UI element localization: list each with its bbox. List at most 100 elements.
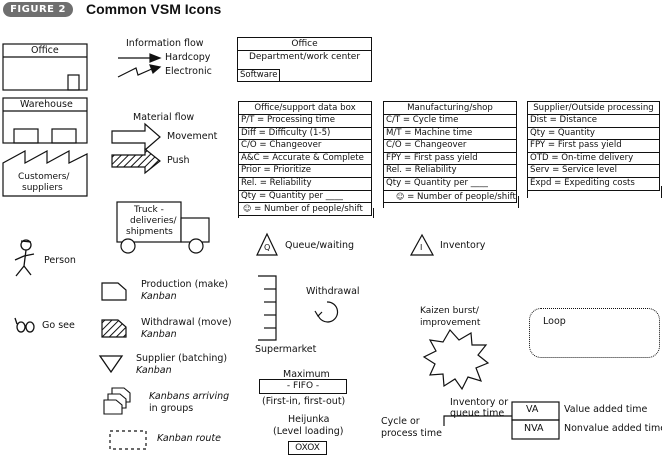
kaizen-label-line2: improvement — [420, 318, 481, 328]
person-icon — [14, 239, 35, 277]
go-see-label: Go see — [42, 320, 75, 331]
office-table-extension — [238, 208, 374, 218]
kanbans-arriving-icon — [103, 387, 131, 415]
truck-label-line3: shipments — [126, 227, 173, 237]
supermarket-icon — [258, 275, 277, 341]
office-support-data-box: Office/support data box P/T = Processing… — [238, 101, 372, 216]
hardcopy-label: Hardcopy — [165, 52, 211, 63]
production-kanban-label-line1: Production (make) — [141, 279, 229, 290]
table-row: FPY = First pass yield — [528, 140, 659, 153]
table-row: ☺ = Number of people/shift — [384, 191, 516, 203]
table-row: Qty = Quantity per ____ — [239, 191, 371, 204]
customers-label-line2: suppliers — [22, 183, 63, 193]
inventory-triangle-icon — [409, 233, 435, 256]
table-row: M/T = Machine time — [384, 128, 516, 141]
supplier-table-title: Supplier/Outside processing — [528, 102, 659, 115]
information-flow-title: Information flow — [126, 38, 204, 49]
warehouse-label: Warehouse — [20, 99, 73, 110]
fifo-caption: (First-in, first-out) — [262, 396, 346, 407]
nonvalue-added-label: Nonvalue added time — [564, 423, 662, 434]
supplier-kanban-icon — [98, 355, 124, 374]
heijunka-box-label: OXOX — [295, 443, 320, 453]
queue-triangle-icon — [256, 232, 278, 256]
inventory-time-label-line1: Inventory or — [450, 397, 509, 408]
supplier-data-box: Supplier/Outside processing Dist = Dista… — [527, 101, 660, 191]
va-label: VA — [526, 404, 539, 415]
truck-label-line2: deliveries/ — [130, 216, 177, 226]
table-row: Rel. = Reliability — [239, 178, 371, 191]
movement-label: Movement — [167, 131, 218, 142]
office-building-icon — [2, 43, 88, 91]
table-row: Diff = Difficulty (1-5) — [239, 128, 371, 141]
table-row: Rel. = Reliability — [384, 165, 516, 178]
people-row-label: = Number of people/shift — [254, 204, 363, 215]
push-label: Push — [167, 155, 190, 166]
figure-badge: FIGURE 2 — [3, 2, 73, 17]
inventory-label: Inventory — [440, 240, 486, 251]
people-icon: ☺ — [243, 204, 252, 214]
mfg-table-title: Manufacturing/shop — [384, 102, 516, 115]
customers-label-line1: Customers/ — [18, 172, 70, 182]
loop-box: Loop — [529, 308, 660, 358]
software-box: Software — [238, 69, 281, 81]
fifo-lane-label: - FIFO - — [286, 381, 320, 391]
production-kanban-icon — [101, 282, 127, 301]
department-box-subtitle: Department/work center — [248, 52, 361, 62]
mfg-table-extension — [383, 196, 519, 208]
electronic-arrow-icon — [117, 64, 162, 78]
table-row: Qty = Quantity per ____ — [384, 178, 516, 191]
table-row: A&C = Accurate & Complete — [239, 153, 371, 166]
factory-icon — [2, 149, 88, 197]
supplier-kanban-label-line1: Supplier (batching) — [136, 353, 228, 364]
cycle-time-label-line1: Cycle or — [381, 416, 420, 427]
kanban-route-icon — [109, 430, 147, 450]
table-row: OTD = On-time delivery — [528, 153, 659, 166]
inventory-symbol: I — [420, 243, 423, 252]
inventory-time-label-line2: queue time — [450, 408, 505, 419]
kanban-route-label: Kanban route — [157, 433, 221, 444]
table-row: C/O = Changeover — [239, 140, 371, 153]
production-kanban-label-line2: Kanban — [141, 291, 177, 302]
withdrawal-circular-arrow-icon — [314, 301, 339, 323]
heijunka-box: OXOX — [288, 441, 327, 455]
value-added-label: Value added time — [564, 404, 648, 415]
electronic-label: Electronic — [165, 66, 212, 77]
truck-label-line1: Truck - — [134, 205, 164, 215]
kaizen-burst-icon — [422, 328, 490, 391]
movement-arrow-icon — [111, 122, 161, 152]
table-row: P/T = Processing time — [239, 115, 371, 128]
table-row: Prior = Prioritize — [239, 165, 371, 178]
kanbans-arriving-label-line1: Kanbans arriving — [149, 391, 230, 402]
page-title: Common VSM Icons — [86, 1, 222, 17]
heijunka-label-line2: (Level loading) — [273, 426, 344, 437]
queue-label: Queue/waiting — [285, 240, 355, 251]
kanbans-arriving-label-line2: in groups — [149, 403, 194, 414]
table-row: ☺ = Number of people/shift — [239, 203, 371, 215]
kaizen-label-line1: Kaizen burst/ — [420, 306, 479, 316]
office-table-title: Office/support data box — [239, 102, 371, 115]
people-row-label: = Number of people/shift — [407, 191, 516, 202]
department-box: Office Department/work center Software — [237, 37, 372, 82]
push-arrow-icon — [111, 147, 161, 175]
nva-label: NVA — [524, 423, 544, 434]
manufacturing-data-box: Manufacturing/shop C/T = Cycle time M/T … — [383, 101, 517, 204]
go-see-icon — [14, 317, 35, 333]
fifo-lane-box: - FIFO - — [259, 379, 347, 394]
people-icon: ☺ — [396, 191, 405, 201]
warehouse-icon — [2, 97, 88, 144]
loop-label: Loop — [543, 316, 566, 327]
table-row: C/O = Changeover — [384, 140, 516, 153]
withdrawal-kanban-label-line2: Kanban — [141, 329, 177, 340]
department-box-title: Office — [238, 38, 371, 51]
timeline-icon — [443, 401, 560, 440]
office-label: Office — [31, 45, 59, 56]
fifo-maximum-label: Maximum — [283, 369, 330, 380]
table-row: Qty = Quantity — [528, 128, 659, 141]
table-row: C/T = Cycle time — [384, 115, 516, 128]
withdrawal-kanban-icon — [101, 319, 127, 338]
heijunka-label-line1: Heijunka — [288, 414, 330, 425]
table-row: FPY = First pass yield — [384, 153, 516, 166]
material-flow-title: Material flow — [133, 112, 195, 123]
table-row: Serv = Service level — [528, 165, 659, 178]
